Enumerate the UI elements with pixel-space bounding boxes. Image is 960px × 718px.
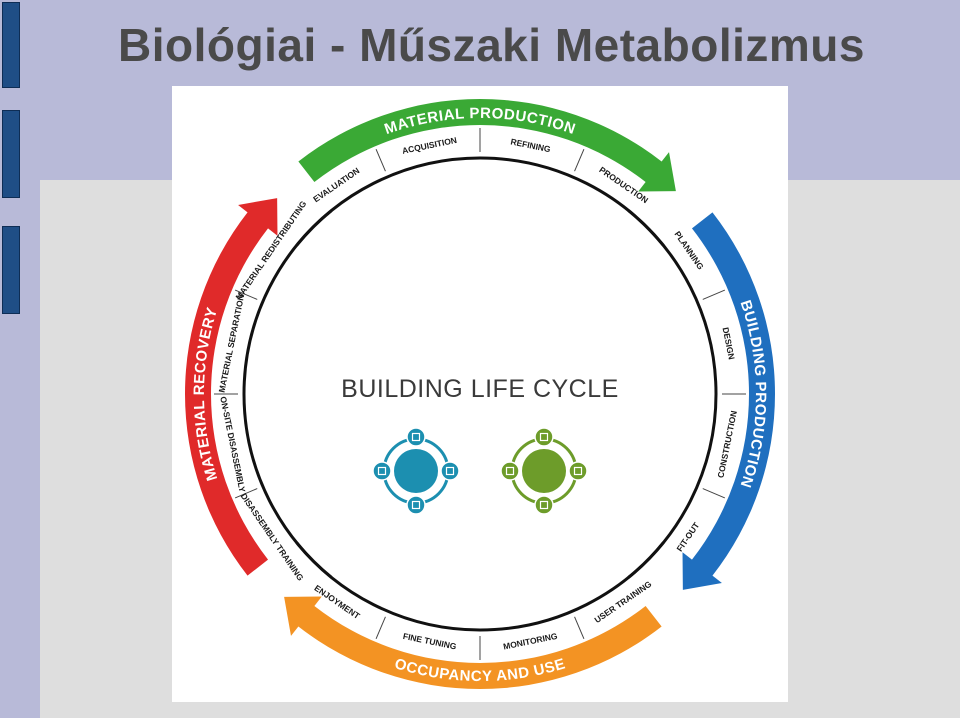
step-label-fine-tuning: FINE TUNING <box>402 631 458 652</box>
step-label-fit-out: FIT-OUT <box>674 520 701 554</box>
inner-phase-bracket <box>295 541 665 632</box>
atom-glyph <box>505 466 515 476</box>
slide-tab-marker <box>2 110 20 198</box>
inner-phase-bracket <box>627 209 718 579</box>
box-icon <box>406 495 426 515</box>
phase-arrow-building-production <box>682 212 775 590</box>
step-divider <box>702 289 726 300</box>
phase-arrow-occupancy-and-use <box>284 596 662 689</box>
box-glyph <box>411 500 421 510</box>
tree-glyph <box>539 432 549 442</box>
step-divider <box>375 148 386 172</box>
slide-title: Biológiai - Műszaki Metabolizmus <box>118 19 865 71</box>
cycle-icon <box>440 461 460 481</box>
phase-arrow-material-production <box>298 98 676 192</box>
step-divider <box>375 616 386 640</box>
step-divider <box>574 148 585 172</box>
step-divider <box>574 616 585 640</box>
step-label-construction: CONSTRUCTION <box>715 410 738 479</box>
step-divider <box>234 488 258 499</box>
recycle-icon <box>568 461 588 481</box>
left-decorative-band <box>0 0 40 718</box>
atom-icon <box>500 461 520 481</box>
step-divider <box>234 289 258 300</box>
phase-arrow-material-recovery <box>185 198 278 576</box>
slide-tab-marker <box>2 226 20 314</box>
lock-glyph <box>377 466 387 476</box>
life-cycle-svg: MATERIAL PRODUCTIONEVALUATIONACQUISITION… <box>185 98 775 689</box>
module-icon <box>406 427 426 447</box>
center-title: BUILDING LIFE CYCLE <box>341 375 619 403</box>
leaf-icon <box>534 495 554 515</box>
inner-phase-bracket <box>242 209 333 579</box>
inner-phase-bracket <box>295 156 665 247</box>
cycle-glyph <box>445 466 455 476</box>
cycle-core <box>522 449 566 493</box>
cycle-core <box>394 449 438 493</box>
step-label-design: DESIGN <box>721 326 737 360</box>
biological-cycle-icon <box>500 427 588 515</box>
module-glyph <box>411 432 421 442</box>
step-label-acquisition: ACQUISITION <box>401 135 458 156</box>
step-label-refining: REFINING <box>510 136 552 154</box>
step-divider <box>702 488 726 499</box>
tree-icon <box>534 427 554 447</box>
leaf-glyph <box>539 500 549 510</box>
recycle-glyph <box>573 466 583 476</box>
lock-icon <box>372 461 392 481</box>
step-label-monitoring: MONITORING <box>502 631 558 652</box>
technical-cycle-icon <box>372 427 460 515</box>
slide-tab-marker <box>2 2 20 88</box>
